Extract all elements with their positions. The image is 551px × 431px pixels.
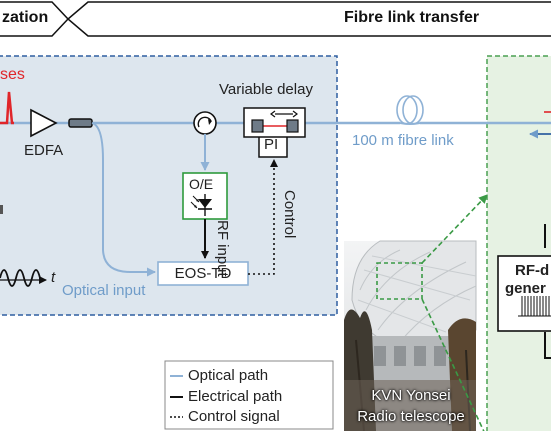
header-left-section-label: zation bbox=[2, 9, 49, 26]
rf-panel-line-lower bbox=[544, 332, 551, 359]
circulator-arrowhead-icon bbox=[208, 119, 212, 125]
pulse-train-icon bbox=[518, 296, 551, 317]
photo-caption-line2: Radio telescope bbox=[357, 408, 465, 425]
legend-optical-label: Optical path bbox=[188, 367, 269, 384]
telescope-zoom-frame bbox=[376, 262, 423, 300]
laser-pulse-icon bbox=[0, 91, 14, 125]
pulses-label: ses bbox=[0, 66, 25, 83]
control-signal-line bbox=[248, 159, 278, 275]
fibre-coupler-icon bbox=[68, 118, 93, 128]
legend-control-label: Control signal bbox=[188, 408, 280, 425]
lock-icon bbox=[0, 205, 3, 214]
circulator-arrow-icon bbox=[197, 116, 212, 128]
time-axis-label: t bbox=[51, 269, 56, 286]
zoom-line-lower bbox=[421, 298, 485, 431]
oe-label: O/E bbox=[189, 176, 214, 192]
edfa-label: EDFA bbox=[24, 142, 64, 159]
photodiode-icon bbox=[190, 194, 212, 216]
legend-electrical-label: Electrical path bbox=[188, 388, 283, 405]
optical-input-label: Optical input bbox=[62, 282, 146, 299]
control-label: Control bbox=[281, 190, 298, 239]
rf-generator-label-line2: gener bbox=[505, 280, 546, 297]
pi-label: PI bbox=[264, 136, 279, 153]
delay-line-icon bbox=[251, 110, 299, 133]
fibre-link-label: 100 m fibre link bbox=[352, 132, 454, 149]
optical-branch-line bbox=[91, 122, 156, 277]
fibre-spool-icon bbox=[396, 95, 424, 125]
rf-generator-label-line1: RF-d bbox=[515, 262, 550, 279]
rf-generator-box bbox=[497, 255, 551, 332]
circulator-icon bbox=[193, 111, 217, 135]
edfa-amplifier-icon bbox=[30, 108, 58, 138]
telescope-photo bbox=[344, 240, 477, 431]
rf-panel bbox=[486, 55, 551, 431]
photo-caption-line1: KVN Yonsei bbox=[371, 387, 451, 404]
header-right-section-label: Fibre link transfer bbox=[344, 9, 480, 26]
eos-td-label: EOS-TD bbox=[174, 265, 232, 282]
legend-box bbox=[164, 360, 334, 430]
header-right-arrow bbox=[66, 1, 551, 37]
variable-delay-label: Variable delay bbox=[219, 81, 313, 98]
waveform-icon bbox=[0, 269, 41, 287]
